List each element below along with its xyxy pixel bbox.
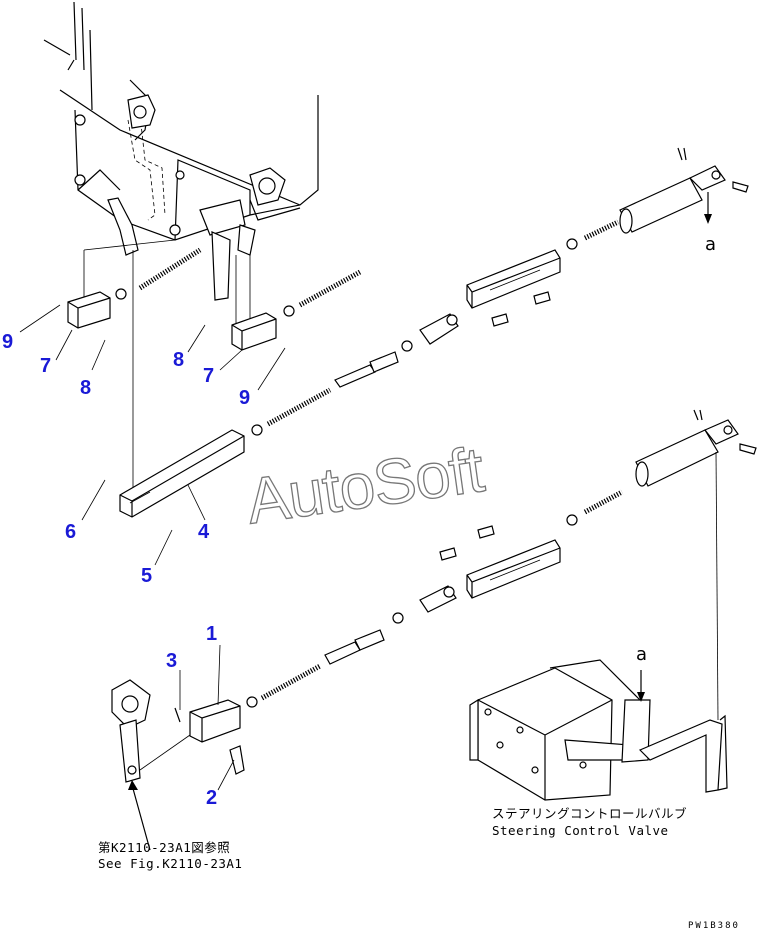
lower-rod-assembly [189, 489, 624, 743]
callout-9-mid: 9 [239, 387, 250, 409]
valve-label-jp: ステアリングコントロールバルブ [492, 806, 687, 821]
fig-ref-jp: 第K2110-23A1図参照 [98, 840, 230, 855]
upper-frame-bracket [43, 1, 319, 301]
reference-arrows [128, 192, 712, 851]
upper-right-rod [231, 269, 362, 351]
steering-control-valve [469, 659, 728, 801]
callout-2: 2 [206, 787, 217, 809]
callout-9-upper: 9 [2, 331, 13, 353]
fig-ref-en: See Fig.K2110-23A1 [98, 856, 242, 871]
callout-8-upper-left: 8 [80, 377, 91, 399]
callout-7-upper-left: 7 [40, 355, 51, 377]
valve-label-en: Steering Control Valve [492, 823, 669, 838]
ref-mark-a-top: a [705, 234, 716, 255]
lower-pedal-link [111, 679, 245, 783]
upper-cylinder [619, 147, 749, 234]
callout-6: 6 [65, 521, 76, 543]
drawing-code: PW1B380 [688, 921, 740, 931]
upper-clevis-assembly [401, 219, 620, 352]
watermark: AutoSoft [242, 433, 488, 538]
upper-left-rod [67, 247, 202, 329]
callout-7-upper-right: 7 [203, 365, 214, 387]
ref-mark-a-bottom: a [636, 644, 647, 665]
callout-3: 3 [166, 650, 177, 672]
callout-leaders [19, 304, 286, 791]
callout-8-upper-right: 8 [173, 349, 184, 371]
lower-cylinder [635, 409, 757, 721]
callout-5: 5 [141, 565, 152, 587]
long-rod-4 [119, 351, 399, 518]
callout-1: 1 [206, 623, 217, 645]
callout-4: 4 [198, 521, 210, 543]
